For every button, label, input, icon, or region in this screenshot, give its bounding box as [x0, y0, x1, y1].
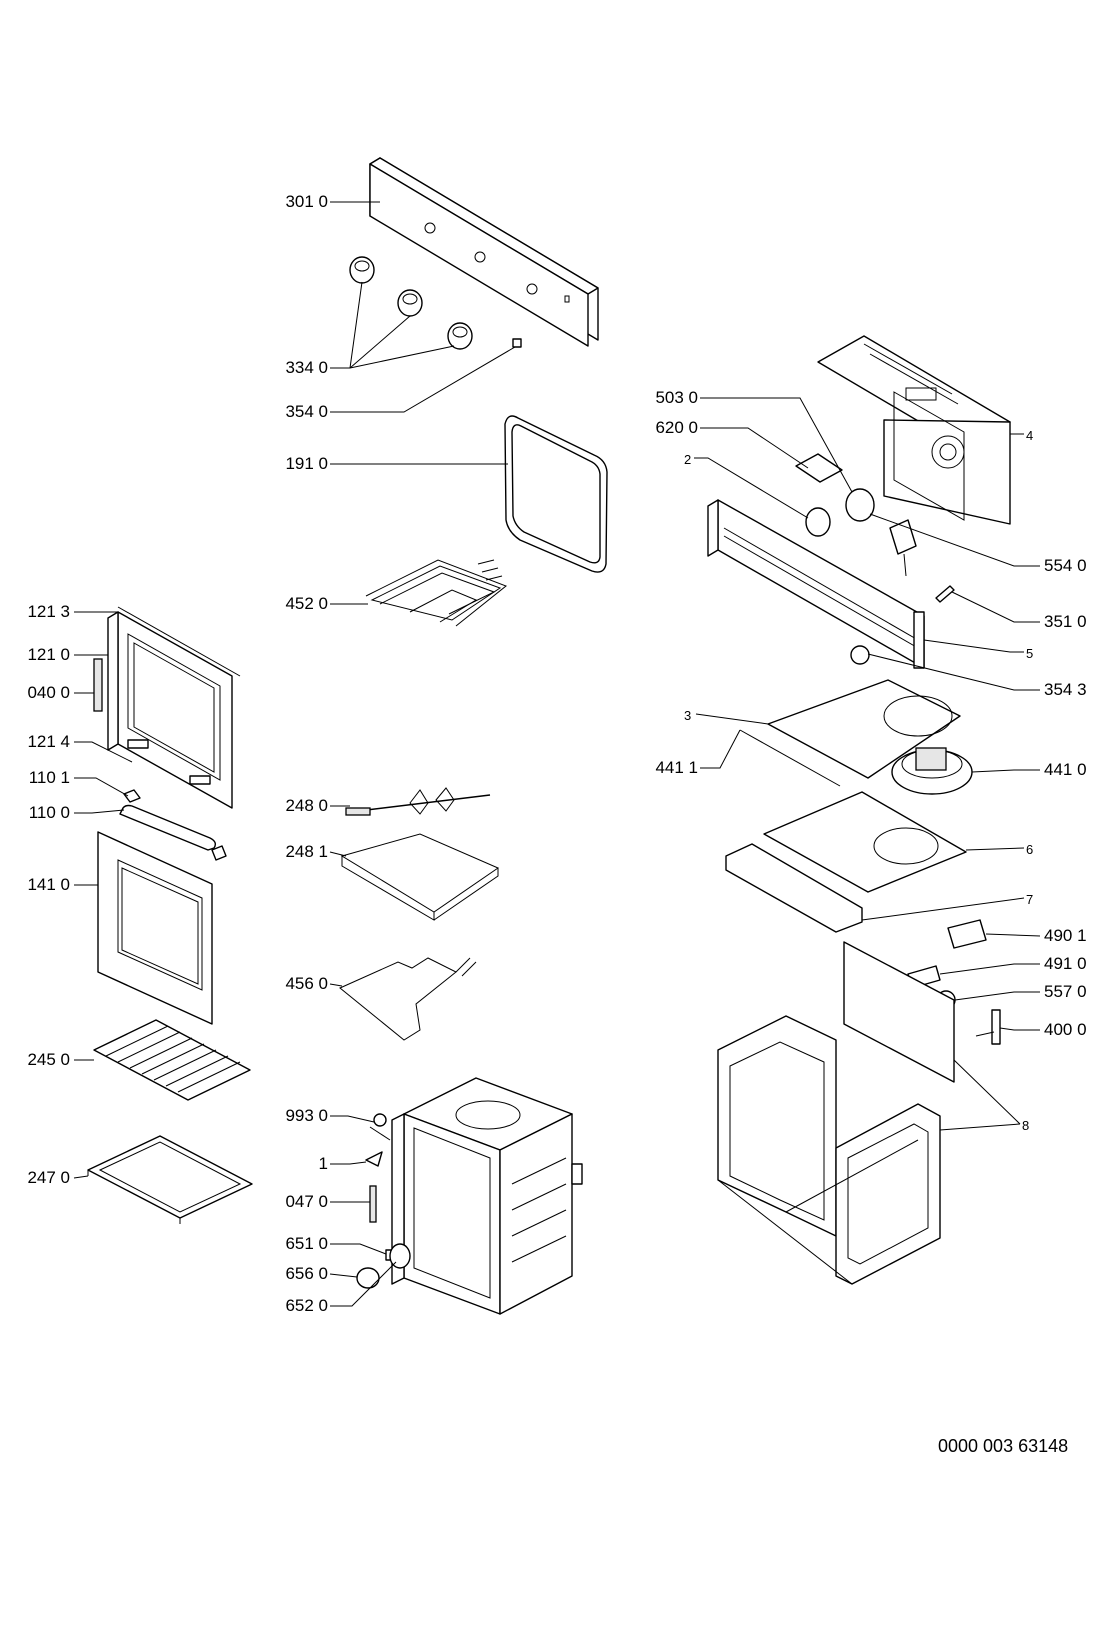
- callout-354-3: 354 3: [1044, 680, 1087, 699]
- callout-248-1: 248 1: [285, 842, 328, 861]
- base-plate-part: [725, 791, 967, 933]
- door-seal-part: [504, 415, 608, 573]
- callout-441-0: 441 0: [1044, 760, 1087, 779]
- callout-557-0: 557 0: [1044, 982, 1087, 1001]
- callout-leader-lines: [73, 201, 1041, 1307]
- callout-1: 1: [318, 1154, 328, 1173]
- bottom-heating-element-part: [339, 957, 477, 1041]
- callout-334-0: 334 0: [285, 358, 328, 377]
- callout-993-0: 993 0: [285, 1106, 328, 1125]
- callout-141-0: 141 0: [27, 875, 70, 894]
- callout-620-0: 620 0: [655, 418, 698, 437]
- spit-frame-part: [340, 833, 500, 921]
- callout-121-3: 121 3: [27, 602, 70, 621]
- document-number: 0000 003 63148: [938, 1436, 1069, 1456]
- callout-3: 3: [684, 708, 692, 723]
- callout-354-0: 354 0: [285, 402, 328, 421]
- top-heating-element-part: [365, 559, 507, 627]
- callout-441-1: 441 1: [655, 758, 698, 777]
- small-cavity-parts: [356, 1113, 411, 1289]
- callout-245-0: 245 0: [27, 1050, 70, 1069]
- switch-parts: [795, 453, 955, 665]
- callout-301-0: 301 0: [285, 192, 328, 211]
- outer-casing-part: [717, 941, 955, 1285]
- callout-110-1: 110 1: [28, 768, 70, 787]
- wire-shelf-part: [93, 1019, 251, 1101]
- callout-651-0: 651 0: [285, 1234, 328, 1253]
- callout-490-1: 490 1: [1044, 926, 1087, 945]
- cooling-fan-part: [891, 747, 973, 795]
- callout-351-0: 351 0: [1044, 612, 1087, 631]
- callout-248-0: 248 0: [285, 796, 328, 815]
- air-duct-part: [739, 679, 961, 787]
- callout-5: 5: [1026, 646, 1034, 661]
- callout-2: 2: [684, 452, 692, 467]
- callout-191-0: 191 0: [285, 454, 328, 473]
- callout-110-0: 110 0: [28, 803, 70, 822]
- callout-554-0: 554 0: [1044, 556, 1087, 575]
- callout-047-0: 047 0: [285, 1192, 328, 1211]
- knob-parts: [349, 256, 522, 350]
- callout-040-0: 040 0: [27, 683, 70, 702]
- callout-503-0: 503 0: [655, 388, 698, 407]
- callout-6: 6: [1026, 842, 1034, 857]
- fan-cover-part: [817, 335, 1011, 525]
- rotisserie-spit-part: [345, 787, 491, 816]
- control-panel-part: [369, 157, 599, 347]
- callout-121-0: 121 0: [27, 645, 70, 664]
- inner-door-part: [93, 606, 241, 809]
- callout-491-0: 491 0: [1044, 954, 1087, 973]
- baking-tray-part: [87, 1135, 253, 1224]
- callout-656-0: 656 0: [285, 1264, 328, 1283]
- oven-cavity-part: [391, 1077, 583, 1315]
- door-handle-part: [119, 789, 227, 861]
- callout-400-0: 400 0: [1044, 1020, 1087, 1039]
- callout-456-0: 456 0: [285, 974, 328, 993]
- callout-652-0: 652 0: [285, 1296, 328, 1315]
- callout-8: 8: [1022, 1118, 1030, 1133]
- callout-7: 7: [1026, 892, 1034, 907]
- callout-4: 4: [1026, 428, 1034, 443]
- outer-door-part: [97, 831, 213, 1025]
- callout-121-4: 121 4: [27, 732, 70, 751]
- callout-452-0: 452 0: [285, 594, 328, 613]
- callout-247-0: 247 0: [27, 1168, 70, 1187]
